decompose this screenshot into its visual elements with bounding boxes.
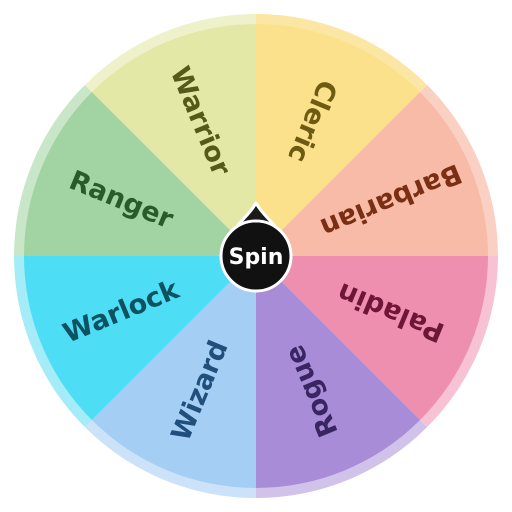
spin-button[interactable]: Spin — [219, 201, 293, 293]
wheel-segment-cleric[interactable] — [256, 24, 421, 256]
wheel-segment-paladin[interactable] — [256, 256, 488, 421]
wheel-segment-warlock[interactable] — [24, 256, 256, 421]
wheel-segment-wizard[interactable] — [91, 256, 256, 488]
spin-button-circle — [219, 219, 293, 293]
wheel-segment-ranger[interactable] — [24, 91, 256, 256]
wheel-segment-warrior[interactable] — [91, 24, 256, 256]
wheel-segment-barbarian[interactable] — [256, 91, 488, 256]
spin-button-label: Spin — [229, 245, 284, 270]
wheel-segment-rogue[interactable] — [256, 256, 421, 488]
